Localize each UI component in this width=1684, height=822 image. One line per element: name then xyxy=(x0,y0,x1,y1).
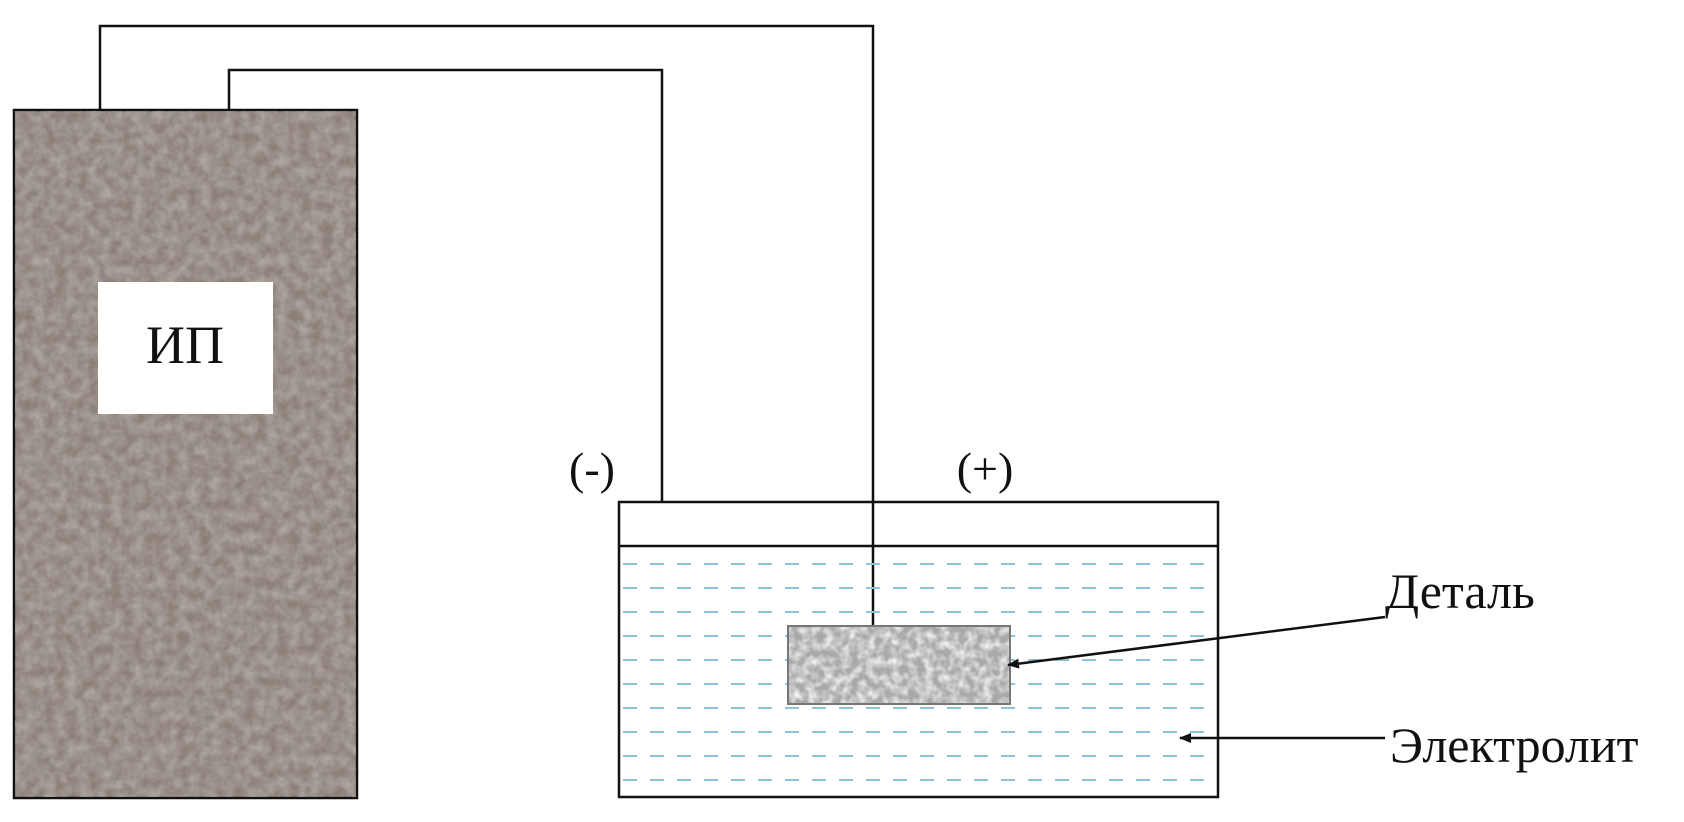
part-callout-arrow xyxy=(1007,615,1386,669)
electrolyte-callout-label: Электролит xyxy=(1390,717,1639,773)
part-callout-label: Деталь xyxy=(1385,563,1535,619)
wire-negative xyxy=(227,68,664,502)
power-supply-texture xyxy=(15,111,356,797)
part-texture xyxy=(789,627,1009,703)
power-supply: ИП xyxy=(12,108,359,800)
power-supply-label-box xyxy=(98,282,273,414)
part xyxy=(787,625,1011,705)
wire-positive xyxy=(98,24,875,626)
positive-terminal-label: (+) xyxy=(957,443,1014,494)
negative-terminal-label: (-) xyxy=(569,443,615,494)
power-supply-label: ИП xyxy=(146,315,224,375)
bath-outline xyxy=(617,500,1220,799)
